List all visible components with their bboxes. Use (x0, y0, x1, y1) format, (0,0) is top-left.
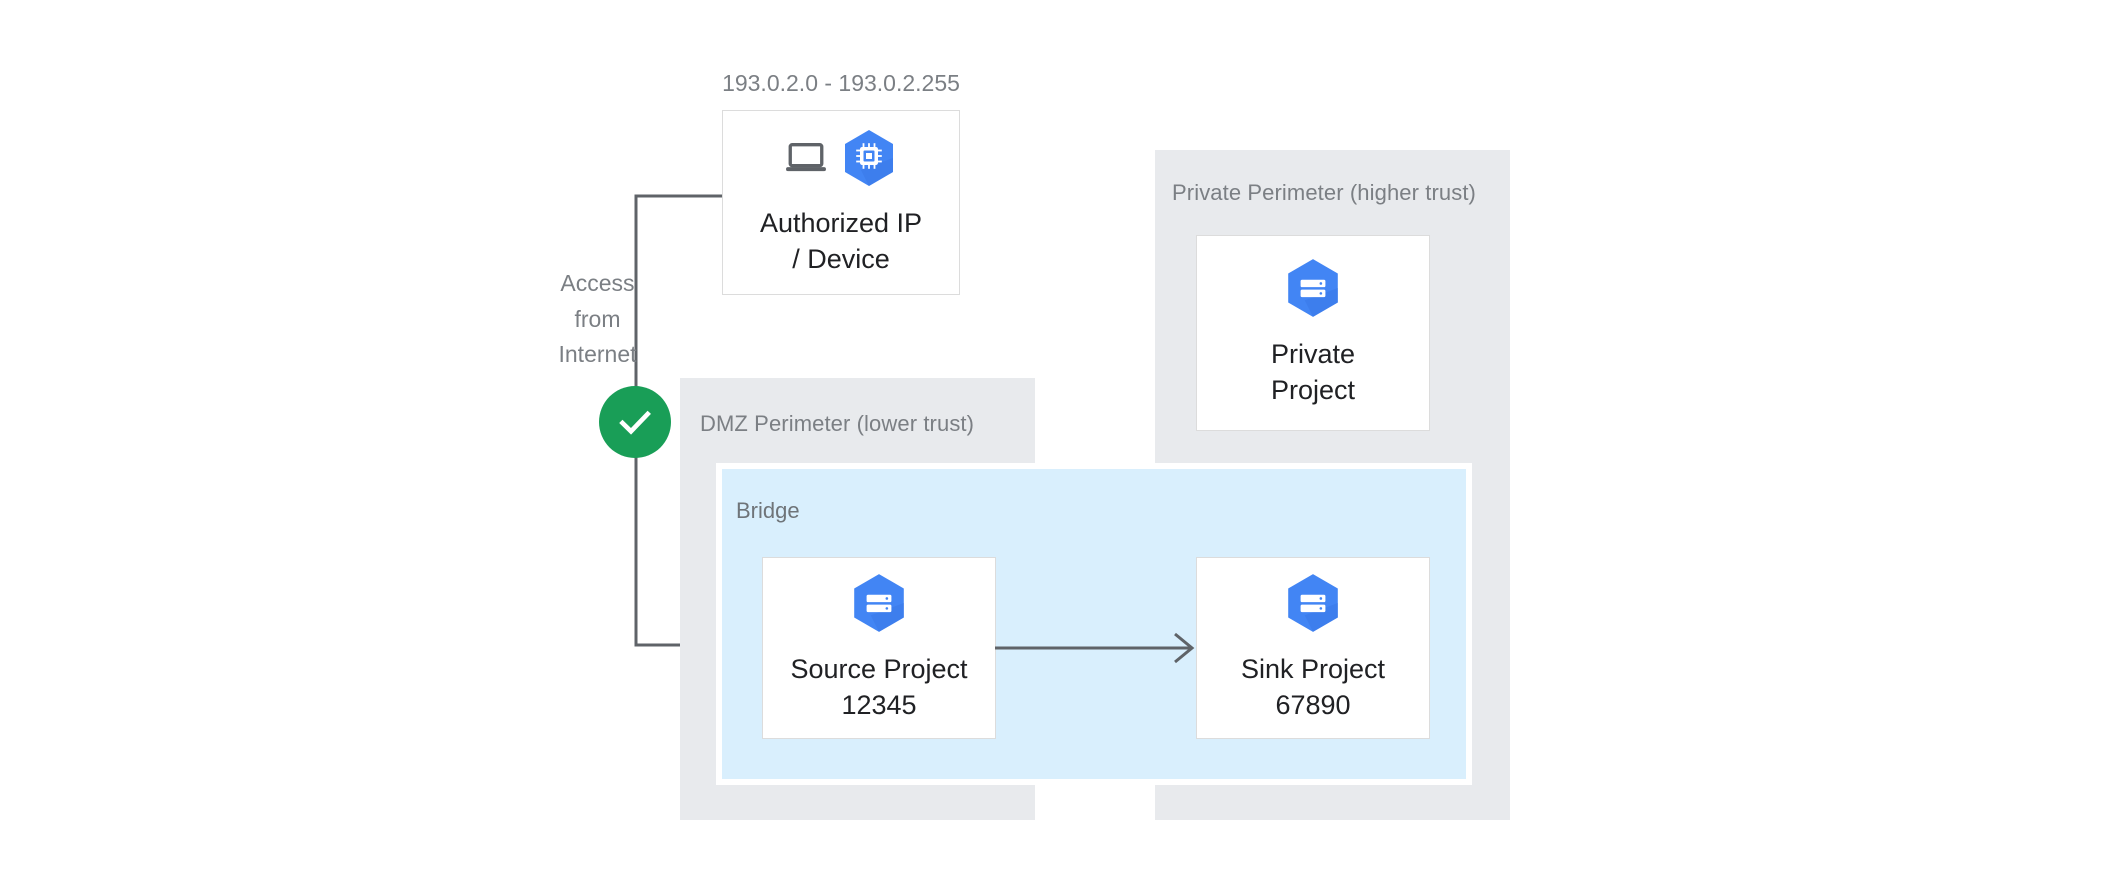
perimeter-dmz-label: DMZ Perimeter (lower trust) (700, 411, 975, 436)
iot-core-hexagon-icon (841, 128, 897, 188)
perimeter-private-label: Private Perimeter (higher trust) (1172, 180, 1476, 205)
card-title-authorized-ip-device: Authorized IP / Device (759, 207, 923, 274)
card-title-private-project: Private Project (1270, 339, 1356, 405)
check-circle-icon[interactable] (599, 386, 671, 458)
card-sink-project[interactable]: Sink Project 67890 (1196, 557, 1430, 739)
card-private-project[interactable]: Private Project (1196, 235, 1430, 431)
project-hexagon-icon (1284, 257, 1342, 319)
access-from-internet-label: Access from Internet (558, 270, 637, 368)
card-source-project[interactable]: Source Project 12345 (762, 557, 996, 739)
private-project-icons (1284, 257, 1342, 319)
card-title-source-project: Source Project 12345 (790, 654, 968, 720)
card-title-sink-project: Sink Project 67890 (1240, 654, 1386, 720)
sink-project-icons (1284, 572, 1342, 634)
source-project-icons (850, 572, 908, 634)
card-authorized-ip-device[interactable]: Authorized IP / Device (722, 110, 960, 295)
laptop-icon (785, 142, 827, 174)
device-card-icons (785, 128, 897, 188)
ip-range-label: 193.0.2.0 - 193.0.2.255 (722, 70, 960, 96)
project-hexagon-icon (1284, 572, 1342, 634)
project-hexagon-icon (850, 572, 908, 634)
bridge-label: Bridge (736, 498, 800, 523)
